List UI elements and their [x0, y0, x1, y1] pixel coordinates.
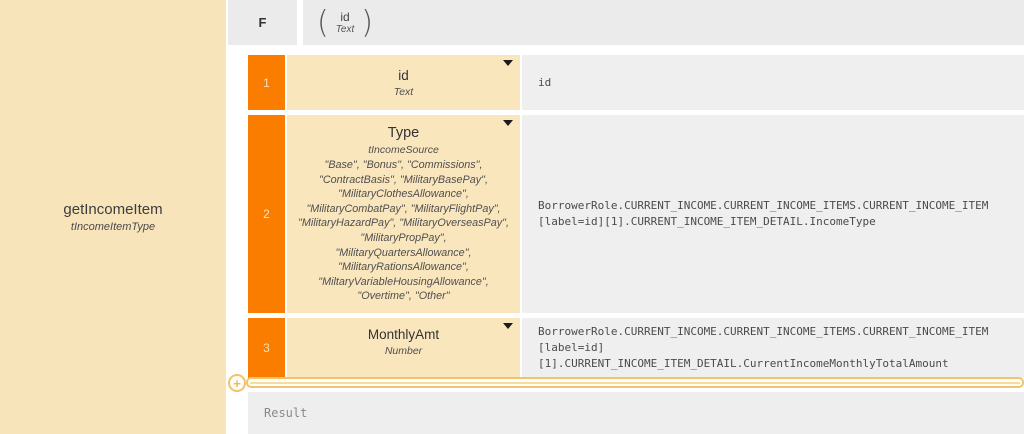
- param-type: Text: [393, 86, 414, 98]
- param-name: MonthlyAmt: [367, 327, 440, 342]
- chevron-down-icon[interactable]: [503, 323, 513, 329]
- param-name: id: [398, 68, 409, 83]
- row-number-label: 3: [263, 341, 270, 355]
- row-number-label: 1: [263, 75, 270, 90]
- function-badge: F: [228, 0, 297, 45]
- add-row-dropzone-line: [250, 381, 1020, 384]
- chevron-down-icon[interactable]: [503, 60, 513, 66]
- function-panel[interactable]: getIncomeItem tIncomeItemType: [0, 0, 226, 434]
- function-name: getIncomeItem: [63, 200, 163, 218]
- param-type: Number: [384, 345, 423, 357]
- row-number: 3: [248, 318, 285, 378]
- mapping-cell-monthlyamt[interactable]: BorrowerRole.CURRENT_INCOME.CURRENT_INCO…: [522, 318, 1024, 378]
- param-name: Type: [387, 125, 420, 141]
- result-label: Result: [264, 406, 308, 420]
- param-cell-id[interactable]: id Text: [287, 55, 520, 110]
- mapping-path: BorrowerRole.CURRENT_INCOME.CURRENT_INCO…: [538, 199, 989, 228]
- mapping-cell-id[interactable]: id: [522, 55, 1024, 110]
- param-cell-type[interactable]: Type tIncomeSource "Base", "Bonus", "Com…: [287, 115, 520, 313]
- signature-param-name: id: [340, 9, 350, 24]
- add-row-button[interactable]: +: [228, 374, 246, 392]
- signature-group: ( id Text ): [317, 3, 373, 41]
- close-paren: ): [361, 3, 373, 41]
- mapping-cell-type[interactable]: BorrowerRole.CURRENT_INCOME.CURRENT_INCO…: [522, 115, 1024, 313]
- mapping-path: BorrowerRole.CURRENT_INCOME.CURRENT_INCO…: [538, 325, 989, 370]
- function-type: tIncomeItemType: [70, 220, 156, 233]
- signature-bar: ( id Text ): [303, 0, 1024, 45]
- plus-icon: +: [233, 375, 241, 391]
- open-paren: (: [317, 3, 329, 41]
- row-number: 2: [248, 115, 285, 313]
- param-type: tIncomeSource: [368, 144, 439, 156]
- add-row-dropzone[interactable]: [246, 377, 1024, 388]
- row-number: 1: [248, 55, 285, 110]
- row-number-label: 2: [263, 207, 270, 221]
- function-badge-label: F: [258, 15, 267, 30]
- mapping-path: id: [538, 75, 552, 89]
- chevron-down-icon[interactable]: [503, 120, 513, 126]
- param-enum-values: "Base", "Bonus", "Commissions", "Contrac…: [298, 159, 509, 303]
- signature-param-type: Text: [335, 23, 355, 35]
- result-pane[interactable]: Result: [248, 392, 1024, 434]
- param-cell-monthlyamt[interactable]: MonthlyAmt Number: [287, 318, 520, 378]
- signature-param: id Text: [336, 10, 355, 36]
